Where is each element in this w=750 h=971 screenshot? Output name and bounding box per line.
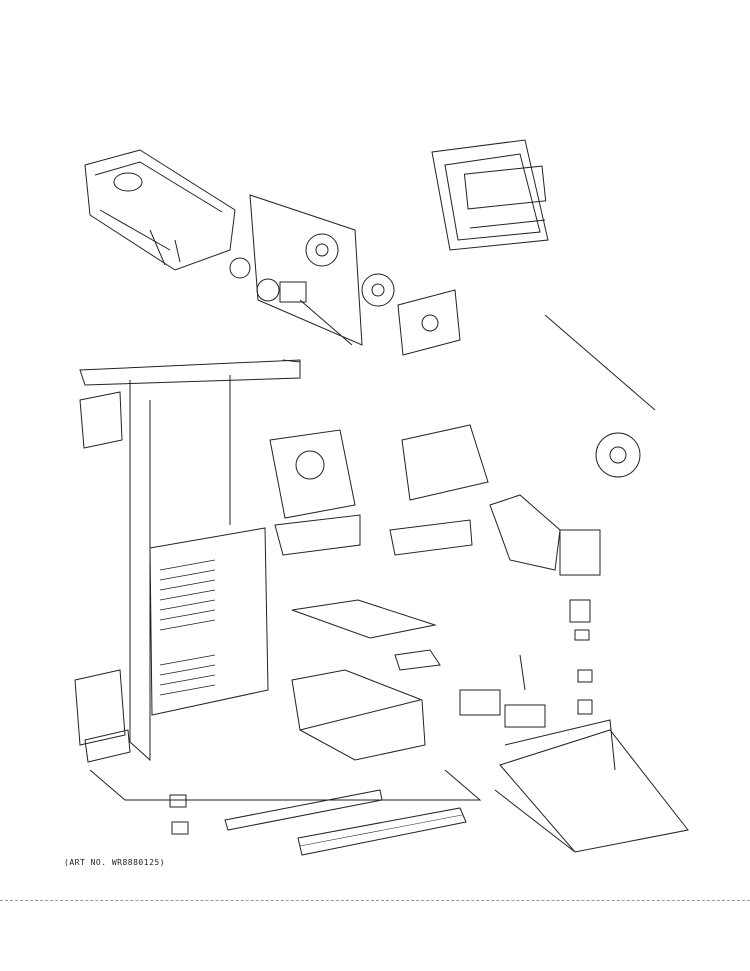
cabinet-frame bbox=[79, 359, 482, 801]
evaporator-coil bbox=[149, 527, 269, 716]
toe-grille bbox=[297, 807, 467, 856]
auger-motor-assembly bbox=[229, 194, 395, 346]
diagram-caption: (ART NO. WR8880125) bbox=[64, 858, 166, 867]
control-housing bbox=[397, 289, 461, 356]
ice-bucket bbox=[84, 149, 236, 271]
base-pan bbox=[494, 719, 689, 853]
crisper-components bbox=[459, 599, 593, 728]
dispenser-door-assembly bbox=[431, 139, 549, 251]
rail bbox=[224, 789, 383, 831]
page-divider bbox=[0, 900, 750, 902]
condenser-fan-assembly bbox=[489, 314, 656, 576]
fan-shroud bbox=[269, 429, 361, 556]
duct-cover bbox=[389, 424, 489, 556]
left-side-parts bbox=[74, 391, 189, 835]
shelf-assembly bbox=[291, 599, 441, 761]
